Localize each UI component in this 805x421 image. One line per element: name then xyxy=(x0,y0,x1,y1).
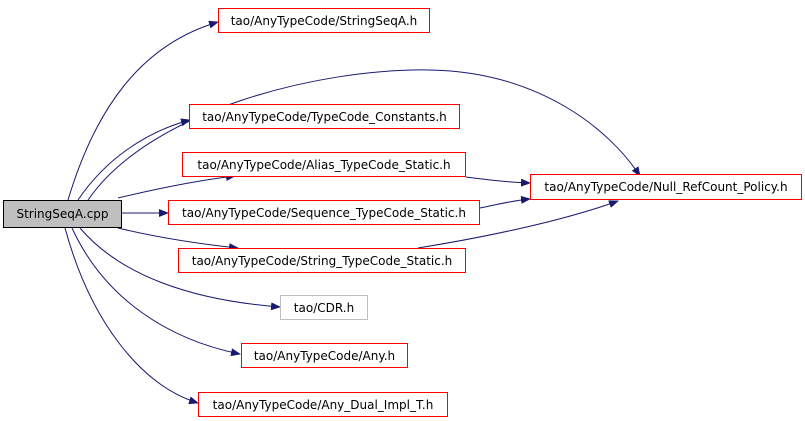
node-typecode-constants-h[interactable]: tao/AnyTypeCode/TypeCode_Constants.h xyxy=(189,104,460,129)
node-null-refcount-policy-h[interactable]: tao/AnyTypeCode/Null_RefCount_Policy.h xyxy=(530,174,802,200)
node-stringseqa-cpp[interactable]: StringSeqA.cpp xyxy=(3,200,122,228)
edge-root-typecode-constants xyxy=(77,118,191,201)
node-string-typecode-static-h[interactable]: tao/AnyTypeCode/String_TypeCode_Static.h xyxy=(178,248,466,273)
edge-root-any-dual-impl xyxy=(64,227,199,405)
edge-root-any xyxy=(71,227,241,357)
node-alias-typecode-static-h[interactable]: tao/AnyTypeCode/Alias_TypeCode_Static.h xyxy=(182,152,466,177)
node-stringseqa-h[interactable]: tao/AnyTypeCode/StringSeqA.h xyxy=(218,8,430,33)
edge-sequence-null-refcount xyxy=(479,195,531,209)
node-sequence-typecode-static-h[interactable]: tao/AnyTypeCode/Sequence_TypeCode_Static… xyxy=(168,200,480,225)
edge-root-stringseqa-h xyxy=(67,20,219,201)
node-any-dual-impl-t-h[interactable]: tao/AnyTypeCode/Any_Dual_Impl_T.h xyxy=(198,392,448,417)
edge-alias-null-refcount xyxy=(465,176,531,187)
edge-string-null-refcount xyxy=(417,200,619,249)
edge-root-string-typecode xyxy=(117,227,239,252)
node-cdr-h[interactable]: tao/CDR.h xyxy=(280,295,368,320)
edge-root-null-refcount xyxy=(87,69,641,201)
node-any-h[interactable]: tao/AnyTypeCode/Any.h xyxy=(241,343,408,368)
edge-root-alias-typecode xyxy=(117,173,236,199)
edge-root-cdr xyxy=(79,227,281,311)
